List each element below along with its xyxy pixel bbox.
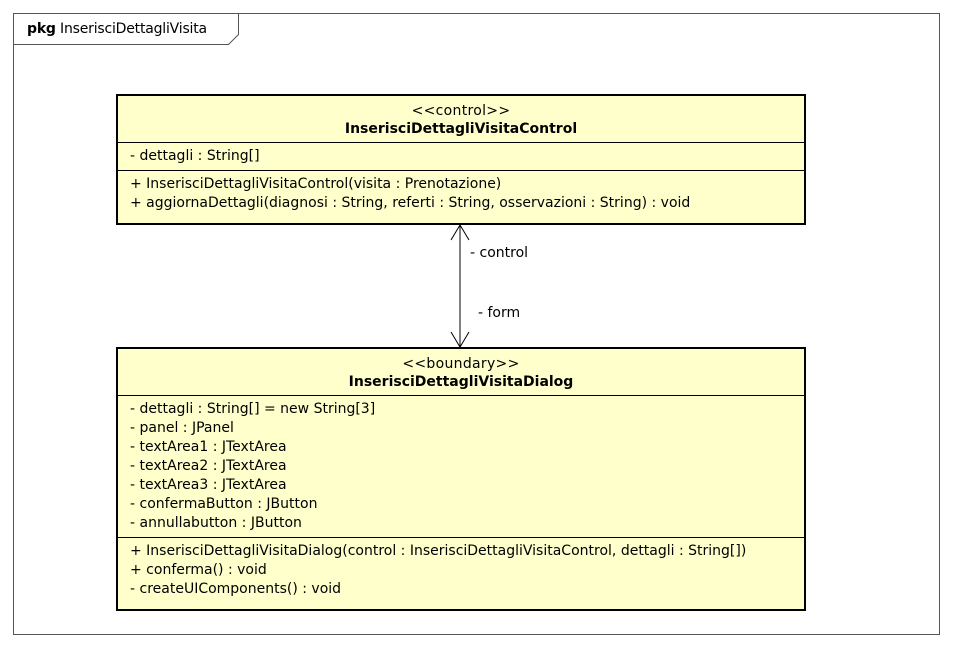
dialog-class[interactable]: <<boundary>> InserisciDettagliVisitaDial… <box>116 347 806 611</box>
role-control-label: - control <box>470 245 529 261</box>
dialog-operations: + InserisciDettagliVisitaDialog(control … <box>118 538 804 603</box>
control-class-name: InserisciDettagliVisitaControl <box>344 121 578 137</box>
dialog-operation: + conferma() : void <box>130 562 267 578</box>
dialog-attribute: - confermaButton : JButton <box>130 496 318 512</box>
dialog-operation: + InserisciDettagliVisitaDialog(control … <box>130 543 747 559</box>
dialog-stereotype: <<boundary>> <box>402 356 520 372</box>
package-tab: pkg InserisciDettagliVisita <box>13 13 239 45</box>
control-class-header: <<control>> InserisciDettagliVisitaContr… <box>118 96 804 143</box>
package-tab-outline <box>13 13 239 45</box>
dialog-operation: - createUIComponents() : void <box>130 581 342 597</box>
dialog-attribute: - textArea1 : JTextArea <box>130 439 287 455</box>
dialog-attribute: - dettagli : String[] = new String[3] <box>130 401 376 417</box>
dialog-attribute: - panel : JPanel <box>130 420 234 436</box>
package-name: InserisciDettagliVisita <box>60 21 207 37</box>
control-operation: + InserisciDettagliVisitaControl(visita … <box>130 176 502 192</box>
control-class[interactable]: <<control>> InserisciDettagliVisitaContr… <box>116 94 806 225</box>
dialog-class-name: InserisciDettagliVisitaDialog <box>348 374 574 390</box>
control-stereotype: <<control>> <box>411 103 511 119</box>
control-attributes: - dettagli : String[] <box>118 143 804 171</box>
arrowhead-up <box>450 224 470 241</box>
dialog-class-header: <<boundary>> InserisciDettagliVisitaDial… <box>118 349 804 396</box>
control-operations: + InserisciDettagliVisitaControl(visita … <box>118 171 804 217</box>
dialog-attribute: - textArea3 : JTextArea <box>130 477 287 493</box>
dialog-attribute: - textArea2 : JTextArea <box>130 458 287 474</box>
package-keyword: pkg <box>27 21 56 37</box>
role-form-label: - form <box>478 305 521 321</box>
control-operation: + aggiornaDettagli(diagnosi : String, re… <box>130 195 691 211</box>
package-frame <box>13 13 940 635</box>
dialog-attributes: - dettagli : String[] = new String[3] - … <box>118 396 804 538</box>
package-label: pkg InserisciDettagliVisita <box>27 21 207 37</box>
control-attribute: - dettagli : String[] <box>130 148 260 164</box>
dialog-attribute: - annullabutton : JButton <box>130 515 302 531</box>
